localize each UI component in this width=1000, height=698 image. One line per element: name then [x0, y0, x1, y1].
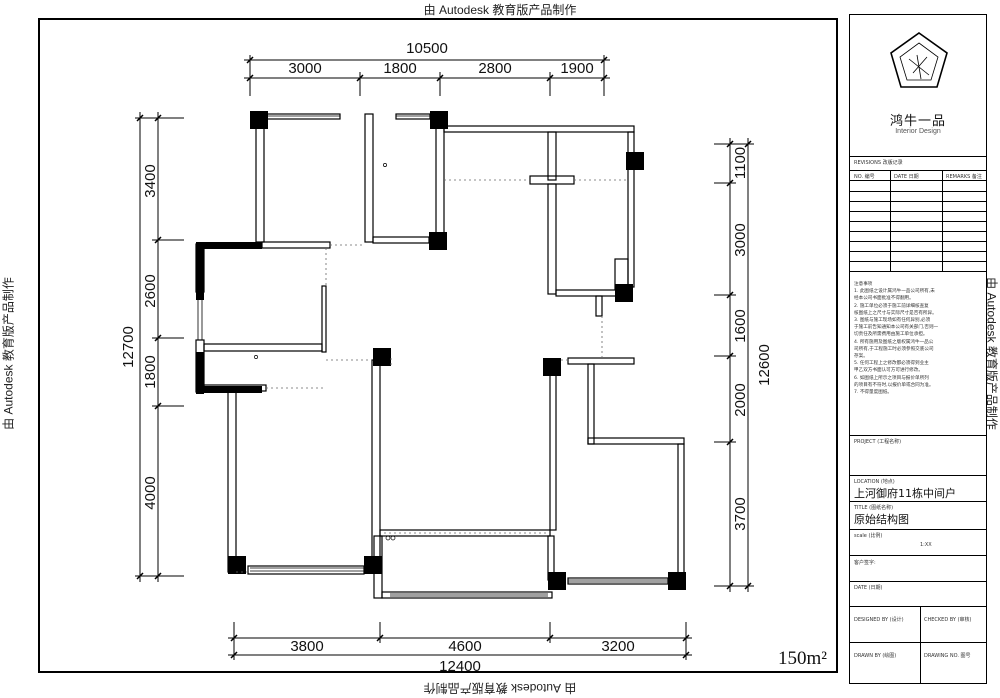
dim-left-total: 12700 — [120, 326, 137, 368]
company-subtitle: Interior Design — [895, 128, 941, 135]
note-line: 3. 图纸与施工现场如有任何异别,必须 — [854, 318, 931, 324]
notes: 注意事项 1. 此图纸之设计属鸿牛一品公司所有,未 经本公司书面批准不得翻用。 … — [854, 281, 982, 396]
dim-bottom-total: 12400 — [439, 658, 481, 675]
dim-right-4: 2000 — [732, 383, 749, 416]
title-label: TITLE (图纸名称) — [854, 505, 894, 511]
dim-left-2: 2600 — [142, 274, 159, 307]
location-value: 上河御府11栋中间户 — [854, 487, 956, 500]
rev-header-date: DATE 日期 — [894, 174, 919, 180]
note-line: 甲乙双方书面认可方可进行修改。 — [854, 368, 923, 374]
note-line: 存案。 — [854, 354, 868, 360]
note-line: 经本公司书面批准不得翻用。 — [854, 296, 914, 302]
dimension-ticks — [136, 56, 752, 659]
company-name: 鸿牛一品 — [889, 114, 946, 129]
openings — [236, 179, 628, 573]
checked-by-label: CHECKED BY (审核) — [924, 617, 972, 623]
drawn-by-label: DRAWN BY (绘图) — [854, 653, 897, 659]
note-line: 2. 施工单位必须于施工前详细核查复 — [854, 303, 929, 309]
note-line: 4. 所有施用及图纸之版权属鸿牛一品公 — [854, 339, 934, 345]
note-line: 的项目有不符时,以报价单或合同为准。 — [854, 382, 934, 388]
watermark-top: 由 Autodesk 教育版产品制作 — [423, 3, 577, 17]
note-line: 司所有,于工程施工时必须参照交底公司 — [854, 346, 934, 352]
dim-right-5: 3700 — [732, 497, 749, 530]
columns — [228, 111, 686, 590]
revisions-label: REVISIONS 改版记录 — [854, 160, 903, 166]
walls — [195, 113, 685, 599]
location-label: LOCATION (地点) — [854, 479, 895, 485]
dim-top-3: 2800 — [478, 60, 511, 77]
dim-right-total: 12600 — [756, 344, 773, 386]
scale-value: 1:XX — [920, 542, 932, 548]
drawing-frame — [38, 18, 838, 673]
dim-right-2: 3000 — [732, 223, 749, 256]
note-line: 1. 此图纸之设计属鸿牛一品公司所有,未 — [854, 289, 935, 295]
dim-top-total: 10500 — [406, 40, 448, 57]
note-line: 于施工前告知通知本公司有关部门,否则一 — [854, 325, 939, 331]
title-block: 鸿牛一品 Interior Design REVISIONS 改版记录 NO. … — [849, 14, 987, 684]
note-line: 7. 不得量度图纸。 — [854, 390, 893, 396]
note-line: 切责任及所需费用由施工单位承担。 — [854, 332, 928, 338]
dimension-lines — [135, 55, 754, 660]
windows — [197, 115, 668, 597]
dim-left-3: 1800 — [142, 355, 159, 388]
dim-left-4: 4000 — [142, 476, 159, 509]
scale-label: scale (比例) — [854, 533, 883, 539]
dim-right-3: 1600 — [732, 309, 749, 342]
title-value: 原始结构图 — [854, 513, 909, 526]
area-label: 150m² — [778, 648, 827, 669]
fixtures — [254, 163, 396, 541]
rev-header-remarks: REMARKS 备注 — [946, 174, 982, 180]
note-line: 6. 如图纸上所示之项目与报价单所列 — [854, 375, 929, 381]
dim-bottom-2: 4600 — [448, 638, 481, 655]
dim-bottom-1: 3800 — [290, 638, 323, 655]
dim-left-1: 3400 — [142, 164, 159, 197]
dim-top-2: 1800 — [383, 60, 416, 77]
dim-right-1: 1100 — [732, 147, 749, 179]
dim-top-4: 1900 — [560, 60, 593, 77]
designed-by-label: DESIGNED BY (设计) — [854, 617, 904, 623]
structural-walls — [196, 242, 262, 394]
project-label: PROJECT (工程名称) — [854, 439, 902, 445]
note-line: 核图纸上之尺寸与实际尺寸是否有所异。 — [854, 310, 937, 316]
drawing-no-label: DRAWING NO. 图号 — [924, 653, 971, 659]
rev-header-no: NO. 编号 — [854, 174, 875, 180]
date-label: DATE (日期) — [854, 585, 883, 591]
note-line: 5. 任何工程上之修改都必须得到业主 — [854, 361, 929, 367]
dim-bottom-3: 3200 — [601, 638, 634, 655]
notes-title: 注意事项 — [854, 282, 873, 287]
dim-top-1: 3000 — [288, 60, 321, 77]
company-logo — [890, 32, 948, 88]
client-signature-label: 客户签字: — [854, 560, 876, 566]
